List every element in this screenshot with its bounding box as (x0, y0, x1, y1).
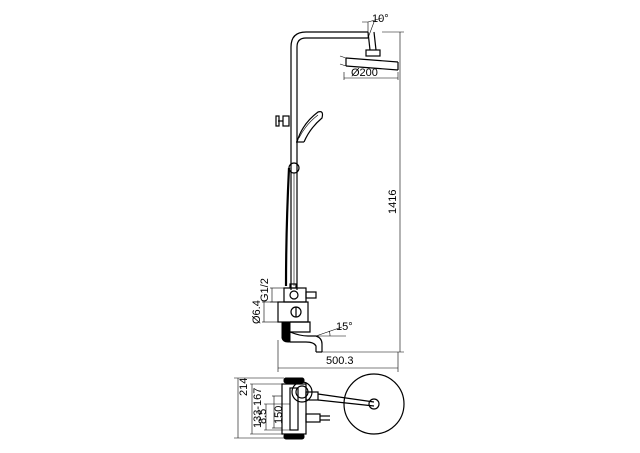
hand-shower (275, 111, 324, 287)
bath-spout (289, 331, 323, 353)
plan-150-label: 150 (273, 406, 285, 424)
mixer-valve (277, 283, 317, 343)
total-height-dimension: 1416 (322, 31, 404, 353)
pipe-diameter-dimension: Ø6.4 (251, 300, 278, 324)
head-tilt-label: 10° (372, 13, 389, 25)
spout-angle-label: 15° (336, 321, 353, 333)
plan-dimension-214: 214 (234, 378, 284, 439)
overhead-shower-head (339, 55, 399, 71)
plan-214-label: 214 (238, 378, 250, 396)
plan-8-5-label: 8.5 (257, 409, 269, 424)
shower-column-elevation (290, 31, 381, 290)
total-width-dimension: 500.3 (277, 340, 399, 372)
plan-133-167-label: 133-167 (252, 388, 264, 428)
spout-angle-indicator: 15° (315, 321, 353, 337)
total-height-label: 1416 (387, 190, 399, 214)
thread-label: G1/2 (259, 278, 271, 302)
plan-view (281, 373, 405, 440)
total-width-label: 500.3 (326, 355, 354, 367)
plan-dimension-133-167: 133-167 (250, 383, 282, 435)
pipe-diameter-label: Ø6.4 (251, 300, 263, 324)
thread-dimension: G1/2 (259, 278, 284, 303)
plan-dimension-8-5: 8.5 (257, 403, 290, 431)
head-tilt-indicator: 10° (362, 13, 389, 39)
head-diameter-dimension: Ø200 (343, 67, 399, 80)
head-diameter-label: Ø200 (351, 67, 378, 79)
plan-dimension-150: 150 (272, 395, 285, 429)
